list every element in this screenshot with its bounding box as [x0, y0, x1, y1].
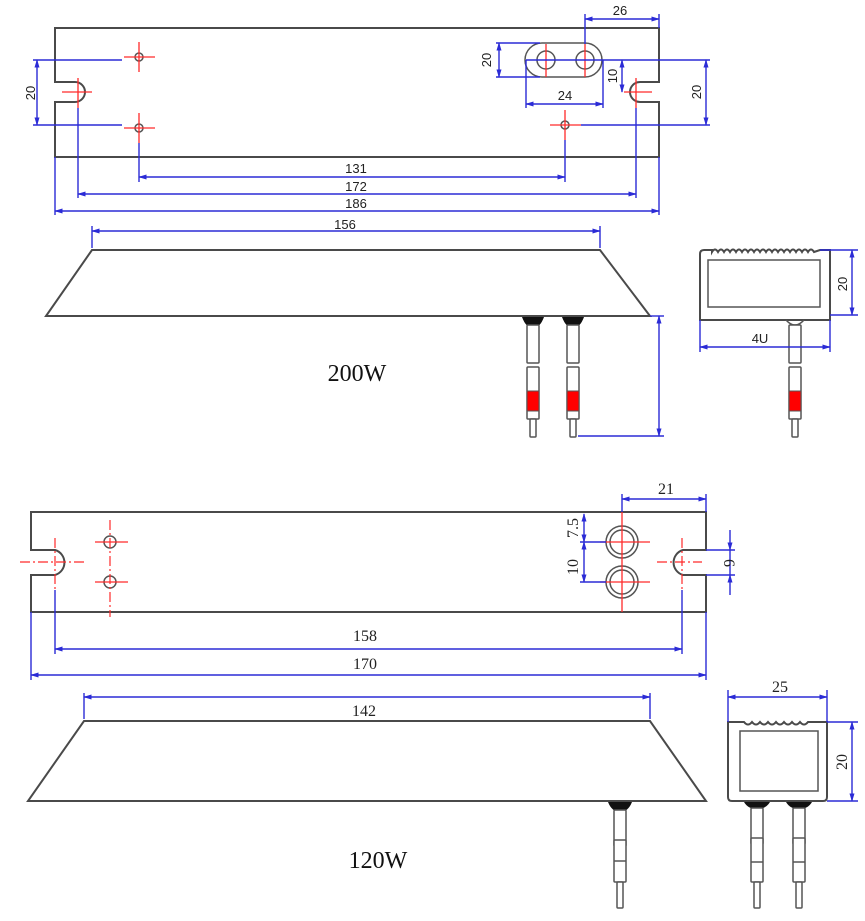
120w-top-view: 21 7.5 10 6 158 — [20, 481, 737, 680]
200w-left-slot-centermark — [62, 78, 92, 108]
120w-trapezoid-body — [26, 720, 708, 802]
200w-dim-slot-distance: 172 — [77, 108, 637, 198]
200w-dim-end-height: 20 — [820, 249, 858, 316]
120w-dim-21-label: 21 — [658, 481, 674, 498]
200w-dim-10-label: 10 — [605, 69, 620, 83]
120w-dim-slot-distance: 158 — [54, 590, 683, 654]
200w-dim-terminal-slot-offset: 10 — [526, 59, 710, 93]
120w-dim-25-label: 25 — [772, 679, 788, 696]
120w-dim-slot-width: 6 — [706, 530, 737, 595]
120w-dim-end-height: 20 — [827, 721, 858, 802]
120w-terminal-holes — [600, 512, 650, 612]
120w-dim-end-height-label: 20 — [834, 754, 851, 770]
200w-label: 200W — [328, 361, 387, 387]
200w-dim-overall-length: 186 — [54, 157, 660, 215]
120w-end-view: 25 20 — [727, 679, 858, 909]
120w-right-slot-centermark — [657, 538, 702, 590]
200w-dim-26-label: 26 — [613, 3, 627, 18]
200w-dim-terminal-height: 20 — [479, 42, 540, 78]
200w-end-cavity — [707, 259, 821, 308]
120w-label: 120W — [349, 848, 408, 874]
120w-dim-terminal-offset: 21 — [621, 481, 707, 512]
120w-left-holes — [95, 520, 128, 617]
120w-dim-10-label: 10 — [565, 559, 582, 575]
120w-plate-outline — [30, 511, 707, 613]
120w-dim-7-5-label: 7.5 — [565, 518, 582, 538]
200w-end-profile — [699, 248, 831, 321]
200w-lead-1 — [522, 317, 544, 438]
200w-dim-172-label: 172 — [345, 179, 367, 194]
200w-trapezoid-body — [44, 249, 653, 317]
120w-end-lead-1 — [744, 802, 770, 909]
120w-side-view: 142 120W — [26, 693, 708, 909]
200w-mount-hole-bottom-left — [124, 113, 155, 143]
200w-dim-hole-pitch: 131 — [138, 140, 566, 182]
200w-dim-156-label: 156 — [334, 217, 356, 232]
200w-dim-end-height-label: 20 — [835, 277, 850, 291]
120w-dim-overall-length: 170 — [30, 612, 707, 680]
120w-dim-terminal-spacing: 7.5 10 — [565, 513, 606, 583]
200w-dim-186-label: 186 — [345, 196, 367, 211]
200w-dim-right-spacing: 20 — [581, 59, 710, 126]
200w-dim-end-width: 4U — [699, 320, 831, 352]
120w-dim-end-width: 25 — [727, 679, 828, 722]
200w-dim-left-spacing-label: 20 — [23, 86, 38, 100]
200w-dim-left-spacing: 20 — [23, 59, 122, 126]
120w-dim-top-length: 142 — [83, 693, 651, 720]
200w-dim-24-label: 24 — [558, 88, 572, 103]
200w-dim-131-label: 131 — [345, 161, 367, 176]
120w-lead — [608, 802, 632, 909]
120w-end-profile — [727, 720, 828, 802]
200w-dim-terminal-height-label: 20 — [479, 53, 494, 67]
200w-right-slot-centermark — [624, 78, 652, 108]
200w-lead-2 — [562, 317, 584, 438]
200w-dim-terminal-offset: 26 — [584, 3, 660, 44]
120w-dim-170-label: 170 — [353, 656, 377, 673]
200w-mount-hole-top-left — [124, 42, 155, 72]
120w-dim-142-label: 142 — [352, 703, 376, 720]
200w-dim-end-width-label: 4U — [752, 331, 769, 346]
120w-dim-158-label: 158 — [353, 628, 377, 645]
200w-dim-right-spacing-label: 20 — [689, 85, 704, 99]
200w-dim-top-length: 156 — [91, 217, 601, 248]
120w-dim-6-label: 6 — [720, 559, 737, 567]
120w-end-cavity — [739, 730, 819, 792]
200w-side-view: 156 200W — [44, 217, 664, 438]
200w-dim-terminal-width: 24 — [525, 60, 604, 108]
200w-end-view: 20 4U — [699, 248, 858, 438]
200w-mount-hole-right — [550, 110, 581, 140]
200w-top-view: 20 131 172 186 26 — [23, 3, 710, 215]
120w-end-lead-2 — [786, 802, 812, 909]
200w-dim-lead-length — [578, 315, 664, 437]
120w-left-slot-centermark — [20, 538, 86, 590]
